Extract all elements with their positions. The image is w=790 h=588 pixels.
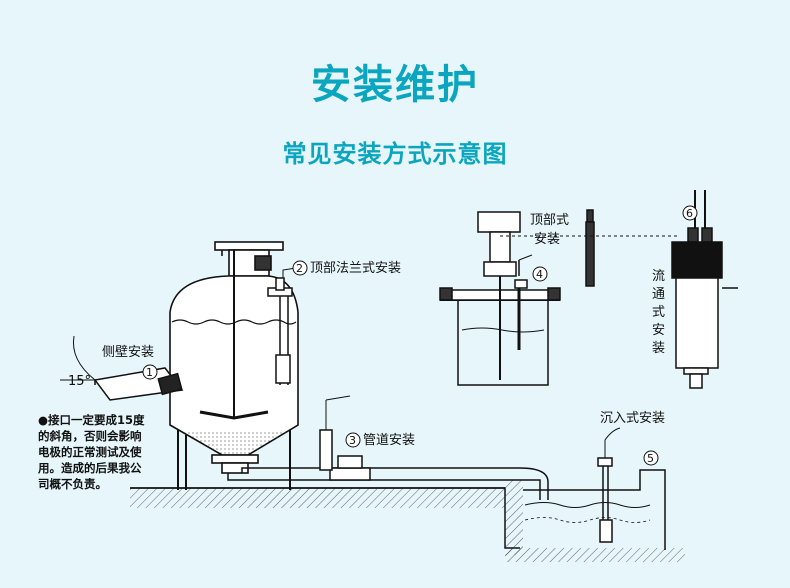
- note-line: 用。造成的后果我公: [37, 461, 142, 475]
- page-subtitle: 常见安装方式示意图: [282, 140, 508, 168]
- angle-label: 15°: [68, 374, 91, 389]
- top-flange-sensor: [267, 267, 297, 385]
- flow-number-badge: [682, 205, 698, 221]
- top-install-number: 4: [536, 268, 543, 281]
- flow-cell: [671, 190, 738, 389]
- side-wall-label: 侧壁安装: [102, 345, 154, 360]
- submerged-number: 5: [647, 452, 654, 465]
- submerged-label: 沉入式安装: [600, 411, 665, 426]
- standalone-electrode: [585, 209, 595, 287]
- basin: [523, 469, 666, 550]
- pipeline: [227, 395, 549, 500]
- flow-label-char: 安: [652, 323, 665, 338]
- submerged-sensor: [597, 427, 621, 543]
- side-wall-number-badge: [142, 364, 158, 380]
- note-line: 的斜角，否则会影响: [38, 429, 142, 443]
- note-line: ●接口一定要成15度: [38, 413, 145, 427]
- note-line: 司概不负责。: [38, 477, 107, 491]
- ground: [130, 480, 685, 562]
- warning-note: ●接口一定要成15度 的斜角，否则会影响 电极的正常测试及使 用。造成的后果我公…: [37, 413, 145, 491]
- top-install-number-badge: [532, 266, 548, 282]
- flow-label-char: 式: [652, 305, 665, 320]
- page-title: 安装维护: [311, 62, 479, 108]
- top-install-label-line2: 安装: [534, 232, 560, 247]
- flow-label-char: 流: [652, 269, 665, 284]
- top-flange-number: 2: [296, 262, 303, 275]
- side-wall-number: 1: [146, 366, 153, 379]
- top-flange-label: 顶部法兰式安装: [310, 261, 401, 276]
- pipe-label: 管道安装: [363, 433, 415, 448]
- side-wall-sensor: [60, 335, 184, 401]
- note-line: 电极的正常测试及使: [38, 445, 142, 459]
- flow-label-char: 通: [652, 287, 665, 302]
- top-mounted-vessel: [439, 211, 561, 386]
- pipe-number: 3: [349, 434, 356, 447]
- pipe-number-badge: [345, 432, 361, 448]
- top-flange-number-badge: [292, 260, 308, 276]
- flow-label-char: 装: [652, 341, 665, 356]
- flow-number: 6: [686, 207, 693, 220]
- flow-label: 流 通 式 安 装: [652, 269, 665, 356]
- top-install-label-line1: 顶部式: [530, 213, 569, 228]
- submerged-number-badge: [643, 450, 659, 466]
